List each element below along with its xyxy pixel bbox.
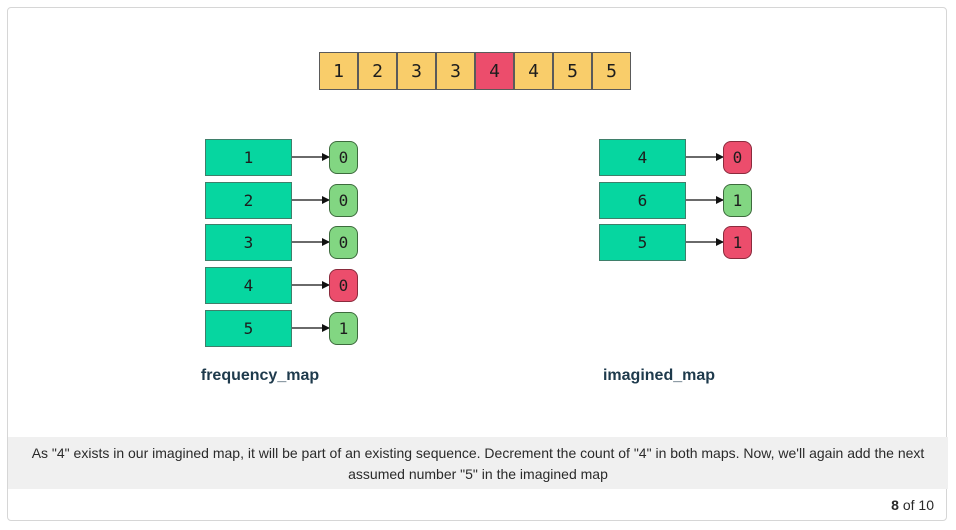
array-cell-current: 4: [475, 52, 514, 90]
array-cell: 4: [514, 52, 553, 90]
imagined-map-label: imagined_map: [602, 367, 716, 384]
imagined-map-key: 6: [599, 182, 686, 219]
array-cell: 5: [553, 52, 592, 90]
imagined-map-value-highlight: 0: [723, 141, 752, 174]
imagined-map-value: 1: [723, 184, 752, 217]
slide-pager: 8 of 10: [891, 497, 934, 513]
imagined-map-key: 5: [599, 224, 686, 261]
input-array: 1 2 3 3 4 4 5 5: [319, 52, 631, 90]
frequency-map-value: 0: [329, 141, 358, 174]
frequency-map-key: 4: [205, 267, 292, 304]
array-cell: 1: [319, 52, 358, 90]
slide-caption: As "4" exists in our imagined map, it wi…: [8, 437, 948, 489]
array-cell: 3: [397, 52, 436, 90]
frequency-map-key: 2: [205, 182, 292, 219]
array-cell: 5: [592, 52, 631, 90]
array-cell: 3: [436, 52, 475, 90]
frequency-map-value: 1: [329, 312, 358, 345]
frequency-map-key: 5: [205, 310, 292, 347]
imagined-map-value-highlight: 1: [723, 226, 752, 259]
imagined-map-key: 4: [599, 139, 686, 176]
pager-current: 8: [891, 497, 899, 513]
frequency-map-label: frequency_map: [200, 367, 320, 384]
frequency-map-value-highlight: 0: [329, 269, 358, 302]
frequency-map-value: 0: [329, 184, 358, 217]
array-cell: 2: [358, 52, 397, 90]
slide-frame: [7, 7, 947, 521]
frequency-map-key: 3: [205, 224, 292, 261]
frequency-map-value: 0: [329, 226, 358, 259]
pager-total: of 10: [902, 497, 934, 513]
frequency-map-key: 1: [205, 139, 292, 176]
